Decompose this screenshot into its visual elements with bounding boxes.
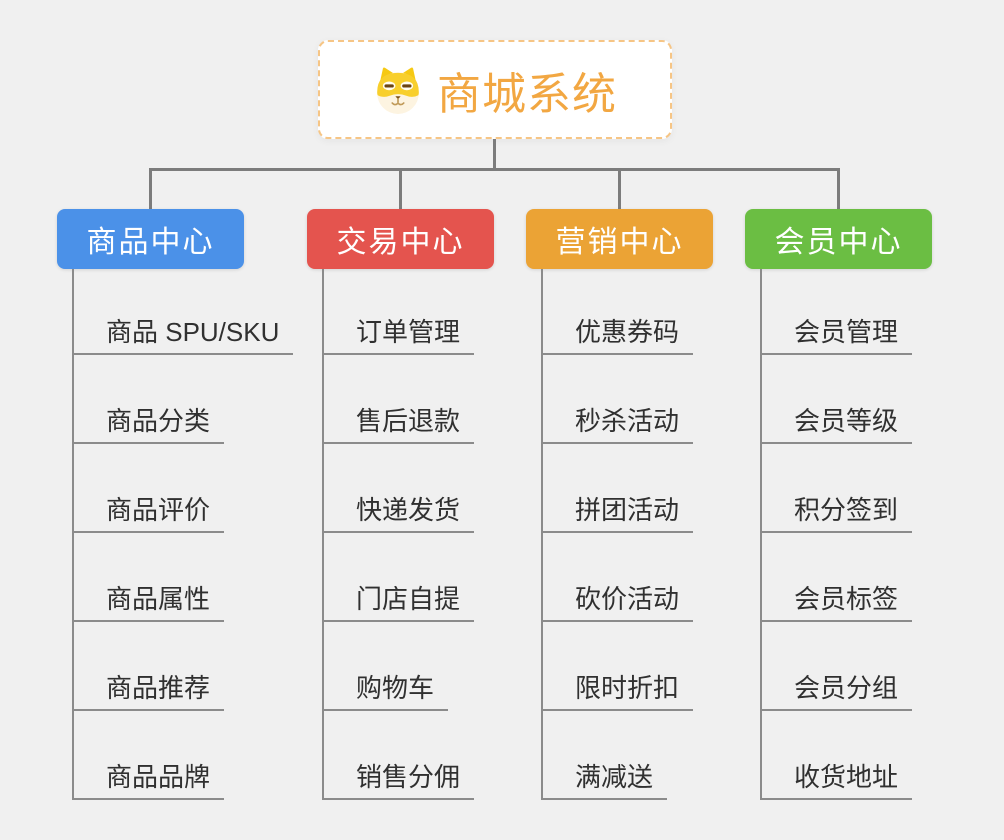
branch-product-center: 商品中心 商品 SPU/SKU 商品分类 商品评价 商品属性 商品推荐 商品品牌 (57, 209, 317, 800)
leaf-node[interactable]: 商品属性 (72, 533, 293, 622)
leaf-label: 收货地址 (760, 761, 913, 800)
leaf-label: 购物车 (322, 672, 449, 711)
leaf-node[interactable]: 商品品牌 (72, 711, 293, 800)
branch-items: 优惠券码 秒杀活动 拼团活动 砍价活动 限时折扣 满减送 (541, 266, 694, 800)
leaf-node[interactable]: 商品评价 (72, 444, 293, 533)
leaf-label: 商品分类 (72, 405, 225, 444)
leaf-node[interactable]: 商品分类 (72, 355, 293, 444)
leaf-node[interactable]: 优惠券码 (541, 266, 694, 355)
connector-drop (149, 168, 152, 210)
leaf-node[interactable]: 快递发货 (322, 444, 475, 533)
connector-drop (618, 168, 621, 210)
leaf-node[interactable]: 会员标签 (760, 533, 913, 622)
leaf-label: 商品属性 (72, 583, 225, 622)
connector-drop (837, 168, 840, 210)
leaf-node[interactable]: 秒杀活动 (541, 355, 694, 444)
leaf-label: 砍价活动 (541, 583, 694, 622)
leaf-label: 限时折扣 (541, 672, 694, 711)
leaf-label: 会员标签 (760, 583, 913, 622)
leaf-node[interactable]: 销售分佣 (322, 711, 475, 800)
branch-node-member[interactable]: 会员中心 (745, 209, 932, 269)
leaf-label: 秒杀活动 (541, 405, 694, 444)
leaf-node[interactable]: 商品推荐 (72, 622, 293, 711)
leaf-label: 拼团活动 (541, 494, 694, 533)
leaf-label: 会员管理 (760, 316, 913, 355)
branch-member-center: 会员中心 会员管理 会员等级 积分签到 会员标签 会员分组 收货地址 (745, 209, 1004, 800)
branch-node-marketing[interactable]: 营销中心 (526, 209, 713, 269)
leaf-label: 满减送 (541, 761, 668, 800)
leaf-node[interactable]: 限时折扣 (541, 622, 694, 711)
leaf-node[interactable]: 会员管理 (760, 266, 913, 355)
leaf-node[interactable]: 拼团活动 (541, 444, 694, 533)
leaf-node[interactable]: 订单管理 (322, 266, 475, 355)
leaf-node[interactable]: 满减送 (541, 711, 693, 800)
connector-trunk (541, 269, 543, 800)
connector-drop (399, 168, 402, 210)
leaf-label: 积分签到 (760, 494, 913, 533)
leaf-label: 会员等级 (760, 405, 913, 444)
leaf-label: 商品评价 (72, 494, 225, 533)
leaf-label: 售后退款 (322, 405, 475, 444)
root-title: 商城系统 (437, 69, 617, 119)
leaf-node[interactable]: 砍价活动 (541, 533, 694, 622)
connector-root-stub (493, 139, 496, 171)
leaf-node[interactable]: 收货地址 (760, 711, 913, 800)
branch-node-product[interactable]: 商品中心 (57, 209, 244, 269)
branch-items: 商品 SPU/SKU 商品分类 商品评价 商品属性 商品推荐 商品品牌 (72, 266, 294, 800)
connector-trunk (322, 269, 324, 800)
branch-items: 会员管理 会员等级 积分签到 会员标签 会员分组 收货地址 (760, 266, 913, 800)
leaf-node[interactable]: 商品 SPU/SKU (72, 266, 294, 355)
leaf-label: 商品推荐 (72, 672, 225, 711)
connector-horizontal (149, 168, 840, 171)
branch-trade-center: 交易中心 订单管理 售后退款 快递发货 门店自提 购物车 销售分佣 (307, 209, 567, 800)
leaf-label: 商品 SPU/SKU (72, 316, 294, 355)
root-node[interactable]: 商城系统 (318, 40, 672, 139)
leaf-label: 快递发货 (322, 494, 475, 533)
leaf-label: 商品品牌 (72, 761, 225, 800)
leaf-label: 门店自提 (322, 583, 475, 622)
leaf-node[interactable]: 门店自提 (322, 533, 475, 622)
leaf-label: 订单管理 (322, 316, 475, 355)
branch-items: 订单管理 售后退款 快递发货 门店自提 购物车 销售分佣 (322, 266, 475, 800)
leaf-node[interactable]: 购物车 (322, 622, 474, 711)
leaf-label: 销售分佣 (322, 761, 475, 800)
leaf-node[interactable]: 售后退款 (322, 355, 475, 444)
leaf-node[interactable]: 积分签到 (760, 444, 913, 533)
leaf-node[interactable]: 会员等级 (760, 355, 913, 444)
leaf-node[interactable]: 会员分组 (760, 622, 913, 711)
connector-trunk (760, 269, 762, 800)
leaf-label: 会员分组 (760, 672, 913, 711)
leaf-label: 优惠券码 (541, 316, 694, 355)
connector-trunk (72, 269, 74, 800)
dog-face-icon (373, 65, 423, 115)
branch-node-trade[interactable]: 交易中心 (307, 209, 494, 269)
branch-marketing-center: 营销中心 优惠券码 秒杀活动 拼团活动 砍价活动 限时折扣 满减送 (526, 209, 786, 800)
